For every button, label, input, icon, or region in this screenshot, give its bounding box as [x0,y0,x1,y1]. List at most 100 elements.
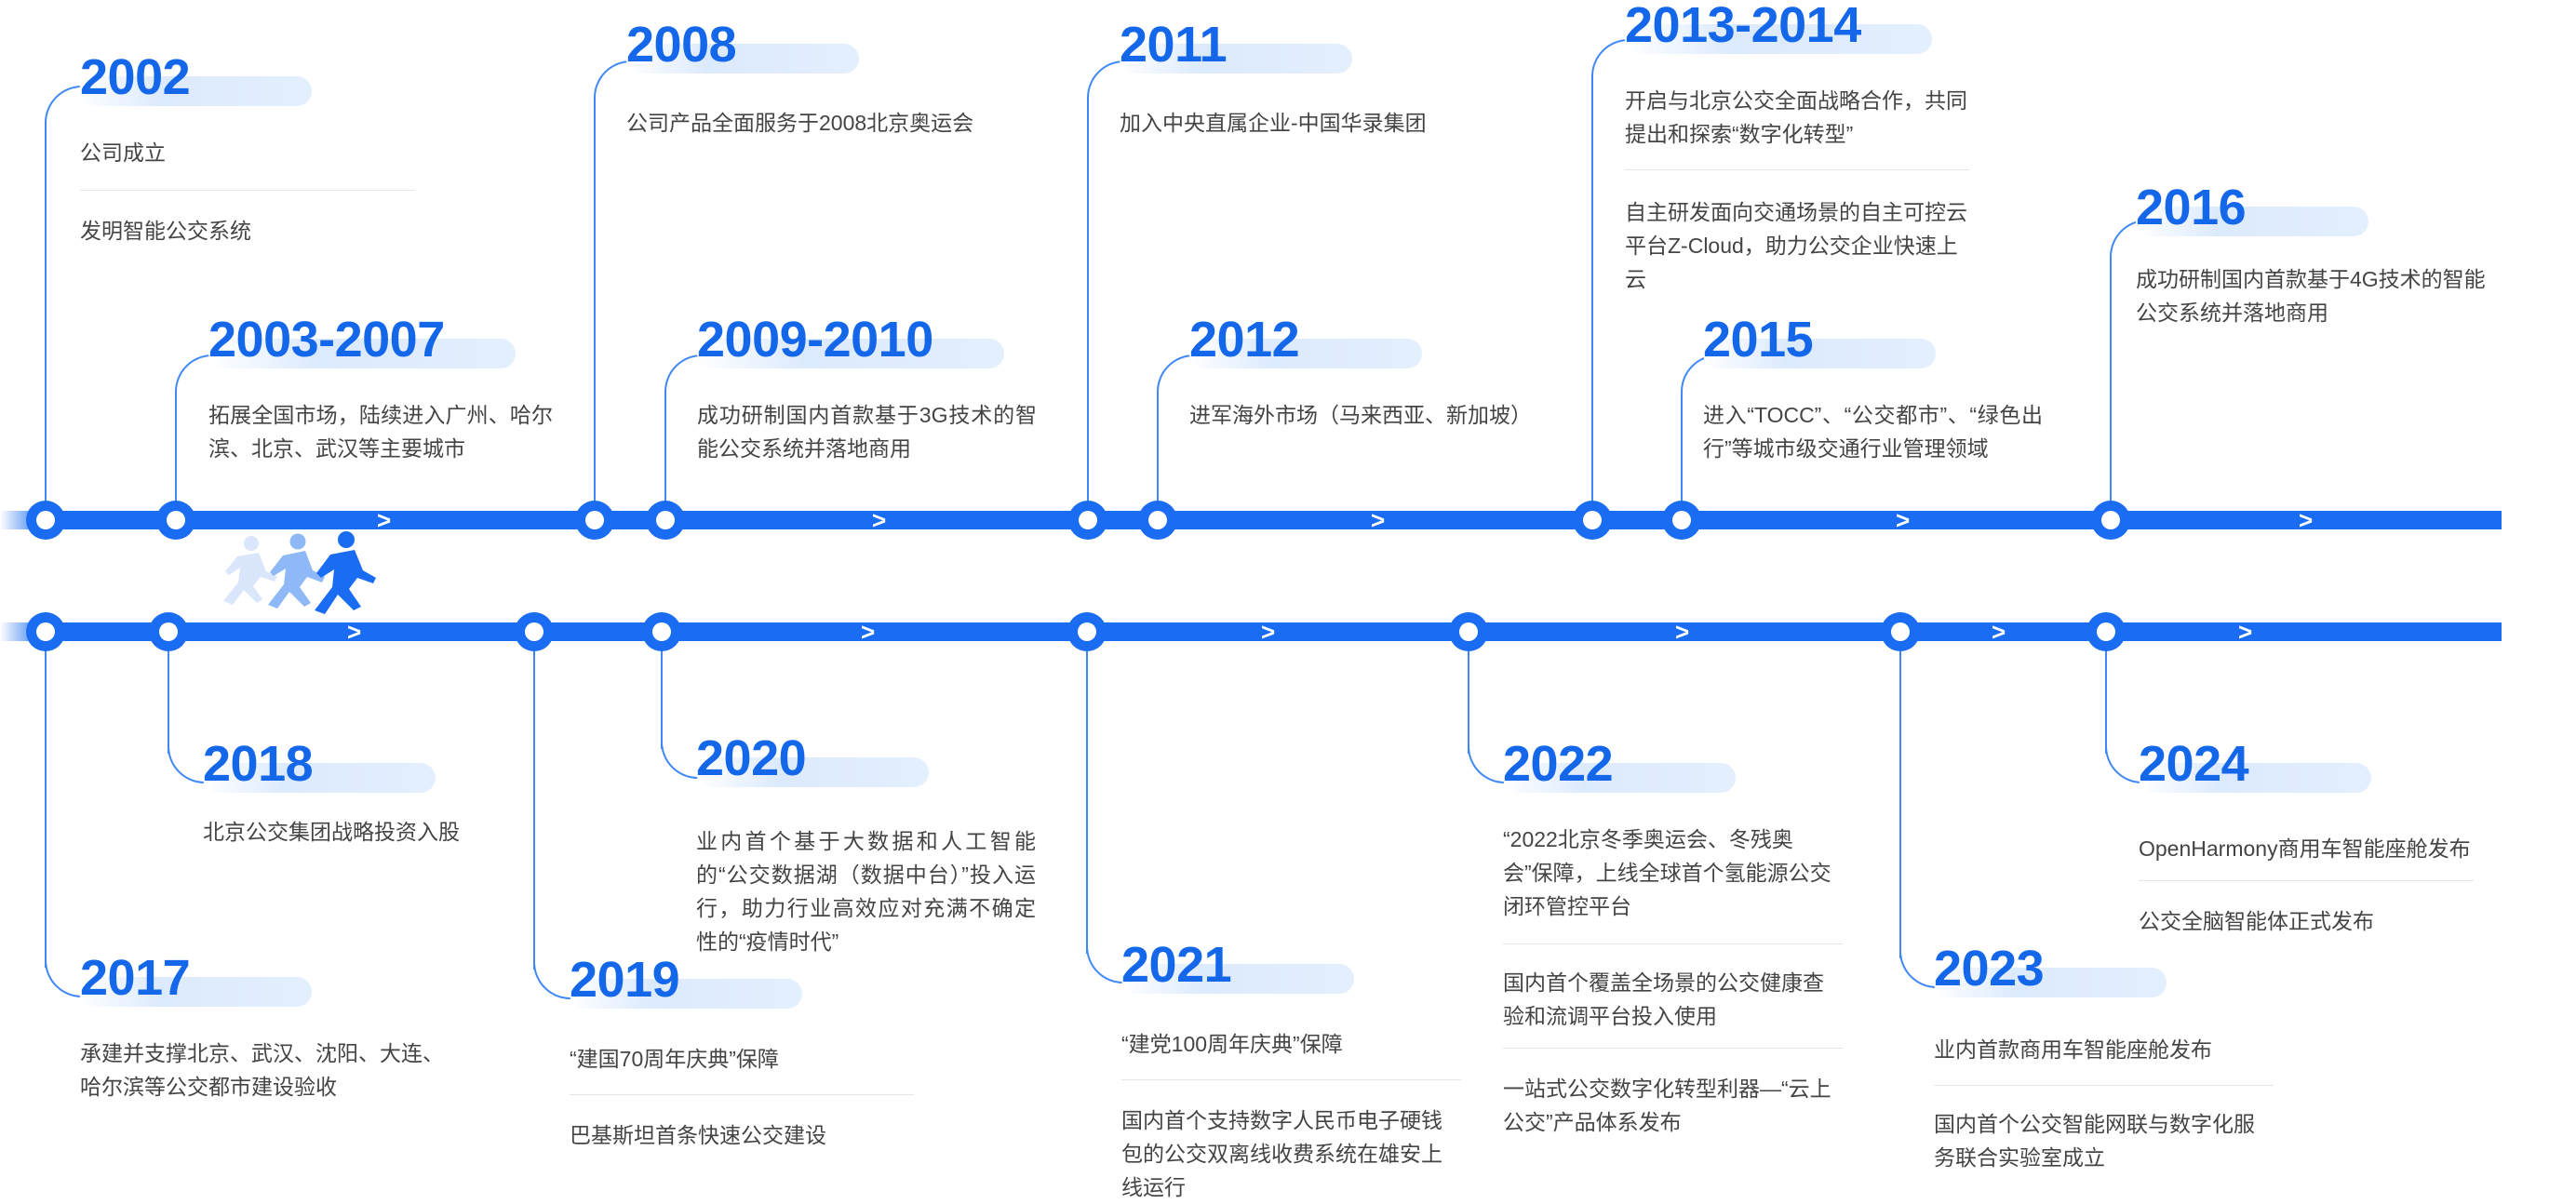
connector-elbow [1468,746,1505,783]
year-pill [79,76,312,106]
divider [80,190,415,191]
timeline-node [149,612,188,651]
event-text: 公司产品全面服务于2008北京奥运会 [626,111,974,135]
year-pill [208,339,516,368]
arrow-icon: > [2238,618,2253,646]
year-pill [2136,207,2368,236]
connector-elbow [594,60,631,98]
connector-line [175,391,177,521]
connector-line [45,633,47,968]
connector-line [1468,633,1469,754]
timeline-node [1662,501,1701,540]
timeline-track-bottom [0,622,2502,641]
timeline-node [642,612,681,651]
connector-elbow [1899,951,1937,988]
year-pill [696,757,929,787]
timeline-node [156,501,195,540]
connector-elbow [168,746,205,783]
year-pill [1934,968,2167,997]
event-year: 2022 [1503,736,1614,792]
divider [1121,1079,1461,1080]
timeline-node [1067,612,1107,651]
connector-elbow [2105,746,2142,783]
event-year: 2024 [2139,736,2249,792]
event-text: 成功研制国内首款基于4G技术的智能公交系统并落地商用 [2136,267,2486,325]
event-year: 2019 [570,952,680,1008]
connector-elbow [661,742,698,779]
year-pill [1703,339,1936,368]
divider [1503,1048,1843,1049]
divider [2139,880,2474,881]
connector-elbow [45,86,82,123]
connector-line [661,633,663,749]
event-year: 2008 [626,17,737,73]
event-text: 国内首个公交智能网联与数字化服务联合实验室成立 [1934,1112,2255,1170]
arrow-icon: > [1992,618,2006,646]
event-year: 2017 [80,950,191,1006]
timeline-node [1573,501,1612,540]
connector-line [2110,257,2112,521]
event-year: 2018 [203,736,314,792]
year-pill [1189,339,1422,368]
connector-elbow [1086,946,1123,983]
year-pill [1503,763,1736,793]
year-pill [570,979,802,1009]
event-year: 2009-2010 [697,312,933,368]
event-year: 2011 [1120,17,1228,73]
arrow-icon: > [872,506,887,534]
connector-elbow [533,962,570,999]
event-text: 业内首个基于大数据和人工智能的“公交数据湖（数据中台）”投入运行，助力行业高效应… [696,829,1036,954]
timeline-node [2091,501,2130,540]
arrow-icon: > [1371,506,1386,534]
event-year: 2013-2014 [1625,0,1861,53]
arrow-icon: > [1896,506,1911,534]
year-pill [203,763,436,793]
event-text: 公司成立 [80,140,166,165]
event-year: 2016 [2136,180,2247,235]
connector-elbow [175,355,212,392]
connector-line [664,391,666,521]
timeline-node [1068,501,1107,540]
divider [1625,169,1969,170]
connector-line [1681,391,1683,521]
timeline-node [2086,612,2126,651]
year-pill [1121,964,1354,994]
event-year: 2023 [1934,941,2045,997]
event-text: 巴基斯坦首条快速公交建设 [570,1123,826,1147]
connector-elbow [1157,355,1194,392]
event-text: 公交全脑智能体正式发布 [2139,909,2374,933]
event-text: 一站式公交数字化转型利器—“云上公交”产品体系发布 [1503,1077,1831,1134]
event-text: 国内首个支持数字人民币电子硬钱包的公交双离线收费系统在雄安上线运行 [1121,1108,1442,1199]
connector-line [1157,391,1159,521]
connector-elbow [45,960,82,997]
connector-line [1086,633,1088,954]
connector-line [533,633,535,970]
event-year: 2002 [80,49,191,105]
event-text: 进军海外市场（马来西亚、新加坡） [1189,403,1532,427]
year-pill [1120,44,1352,74]
connector-elbow [664,355,702,392]
connector-line [1899,633,1901,958]
divider [1934,1085,2274,1086]
event-text: “2022北京冬季奥运会、冬残奥会”保障，上线全球首个氢能源公交闭环管控平台 [1503,827,1831,918]
timeline-node [1449,612,1488,651]
divider [570,1094,914,1095]
event-text: 国内首个覆盖全场景的公交健康查验和流调平台投入使用 [1503,970,1824,1028]
event-text: 发明智能公交系统 [80,219,251,243]
timeline-node [1881,612,1920,651]
year-pill [697,339,1004,368]
arrow-icon: > [377,506,392,534]
event-text: 北京公交集团战略投资入股 [203,820,460,844]
connector-line [2105,633,2107,754]
arrow-icon: > [1675,618,1690,646]
event-text: 拓展全国市场，陆续进入广州、哈尔滨、北京、武汉等主要城市 [208,403,553,461]
event-text: OpenHarmony商用车智能座舱发布 [2139,836,2471,861]
year-pill [1625,24,1932,54]
connector-line [168,633,169,754]
arrow-icon: > [861,618,876,646]
event-text: 加入中央直属企业-中国华录集团 [1120,111,1427,135]
year-pill [2139,763,2371,793]
timeline-track-top [0,511,2502,529]
year-pill [79,977,312,1007]
arrow-icon: > [2299,506,2314,534]
